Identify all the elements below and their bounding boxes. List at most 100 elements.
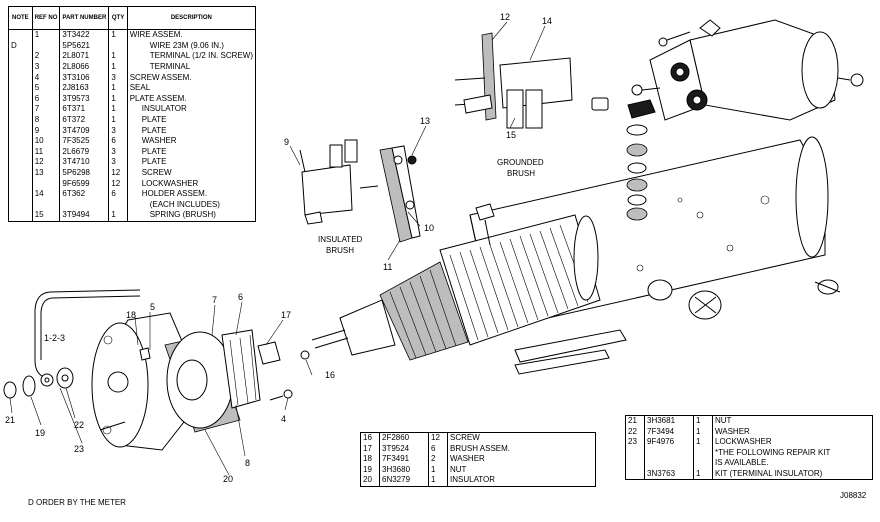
cell-ref (625, 468, 645, 480)
grounded-brush-caption-line1: GROUNDED (497, 158, 544, 167)
cell-note (8, 188, 33, 200)
cell-note (8, 125, 33, 136)
end-housing (91, 312, 310, 451)
cell-qty: 6 (428, 443, 448, 454)
header-part-number: PART NUMBER (59, 6, 110, 30)
cell-qty: 1 (108, 210, 128, 222)
cell-desc: BRUSH ASSEM. (447, 443, 596, 454)
cell-note (8, 210, 33, 222)
header-ref-no: REF NO (31, 6, 61, 30)
cell-ref: 8 (31, 114, 61, 126)
cell-desc: KIT (TERMINAL INSULATOR) (712, 468, 873, 480)
cell-part: 7F3494 (644, 426, 694, 437)
callout-16: 16 (325, 370, 335, 380)
cell-part: 7F3491 (379, 454, 429, 465)
callout-23: 23 (74, 444, 84, 454)
cell-desc: WIRE ASSEM. (126, 29, 257, 41)
cell-qty: 1 (428, 475, 448, 487)
cell-qty: 3 (108, 125, 128, 136)
cell-desc: *THE FOLLOWING REPAIR KIT (712, 447, 873, 458)
cell-qty: 3 (108, 146, 128, 158)
cell-ref: 13 (31, 167, 61, 179)
cell-part: 2J8163 (59, 82, 110, 94)
cell-ref: 23 (625, 437, 645, 448)
callout-14: 14 (542, 16, 552, 26)
cell-part: 3T4710 (59, 157, 110, 168)
cell-ref: 17 (360, 443, 380, 454)
callout-11: 11 (383, 262, 392, 272)
callout-17: 17 (281, 310, 291, 320)
cell-ref: 16 (360, 432, 380, 444)
cell-part: 6T371 (59, 104, 110, 115)
cell-desc: INSULATOR (126, 104, 257, 115)
cell-qty: 1 (693, 437, 713, 448)
callout-7: 7 (212, 295, 217, 305)
cell-note (8, 29, 33, 41)
figure-id: J08832 (840, 491, 867, 500)
cell-note (8, 61, 33, 73)
cell-qty (108, 40, 128, 52)
cell-qty (108, 199, 128, 211)
grounded-brush-assembly (454, 32, 573, 129)
cell-part (644, 458, 694, 469)
cell-ref (31, 199, 61, 211)
cell-qty: 1 (108, 104, 128, 115)
cell-desc: SEAL (126, 82, 257, 94)
cell-part: 5P5621 (59, 40, 110, 52)
cell-desc: TERMINAL (126, 61, 257, 73)
callout-8: 8 (245, 458, 250, 468)
cell-qty (693, 458, 713, 469)
callout-5: 5 (150, 302, 155, 312)
footnote: D ORDER BY THE METER (28, 498, 126, 507)
cell-desc: LOCKWASHER (126, 178, 257, 189)
grounded-brush-caption-line2: BRUSH (507, 169, 535, 178)
cell-qty: 12 (428, 432, 448, 444)
cell-ref: 22 (625, 426, 645, 437)
callout-6: 6 (238, 292, 243, 302)
cell-ref (31, 40, 61, 52)
cell-ref: 21 (625, 415, 645, 427)
cell-qty: 1 (108, 93, 128, 105)
callout-13: 13 (420, 116, 430, 126)
cell-ref: 11 (31, 146, 61, 158)
callout-19: 19 (35, 428, 45, 438)
cell-qty: 1 (693, 415, 713, 427)
cell-part: 6T372 (59, 114, 110, 126)
cell-note (8, 199, 33, 211)
cell-desc: NUT (447, 464, 596, 475)
callout-4: 4 (281, 414, 286, 424)
cell-part: 3T9524 (379, 443, 429, 454)
header-qty: QTY (108, 6, 128, 30)
cell-desc: SCREW (126, 167, 257, 179)
cell-desc: TERMINAL (1/2 IN. SCREW) (126, 51, 257, 62)
cell-part: 3H3681 (644, 415, 694, 427)
cell-part: 3H3680 (379, 464, 429, 475)
cell-ref: 6 (31, 93, 61, 105)
callout-9: 9 (284, 137, 289, 147)
cell-qty: 1 (108, 51, 128, 62)
cell-desc: WASHER (712, 426, 873, 437)
cell-note (8, 167, 33, 179)
cell-part: 2L8066 (59, 61, 110, 73)
wire-assembly (3, 289, 151, 399)
cell-qty: 1 (108, 82, 128, 94)
cell-part: 3T9494 (59, 210, 110, 222)
cell-note (8, 178, 33, 189)
